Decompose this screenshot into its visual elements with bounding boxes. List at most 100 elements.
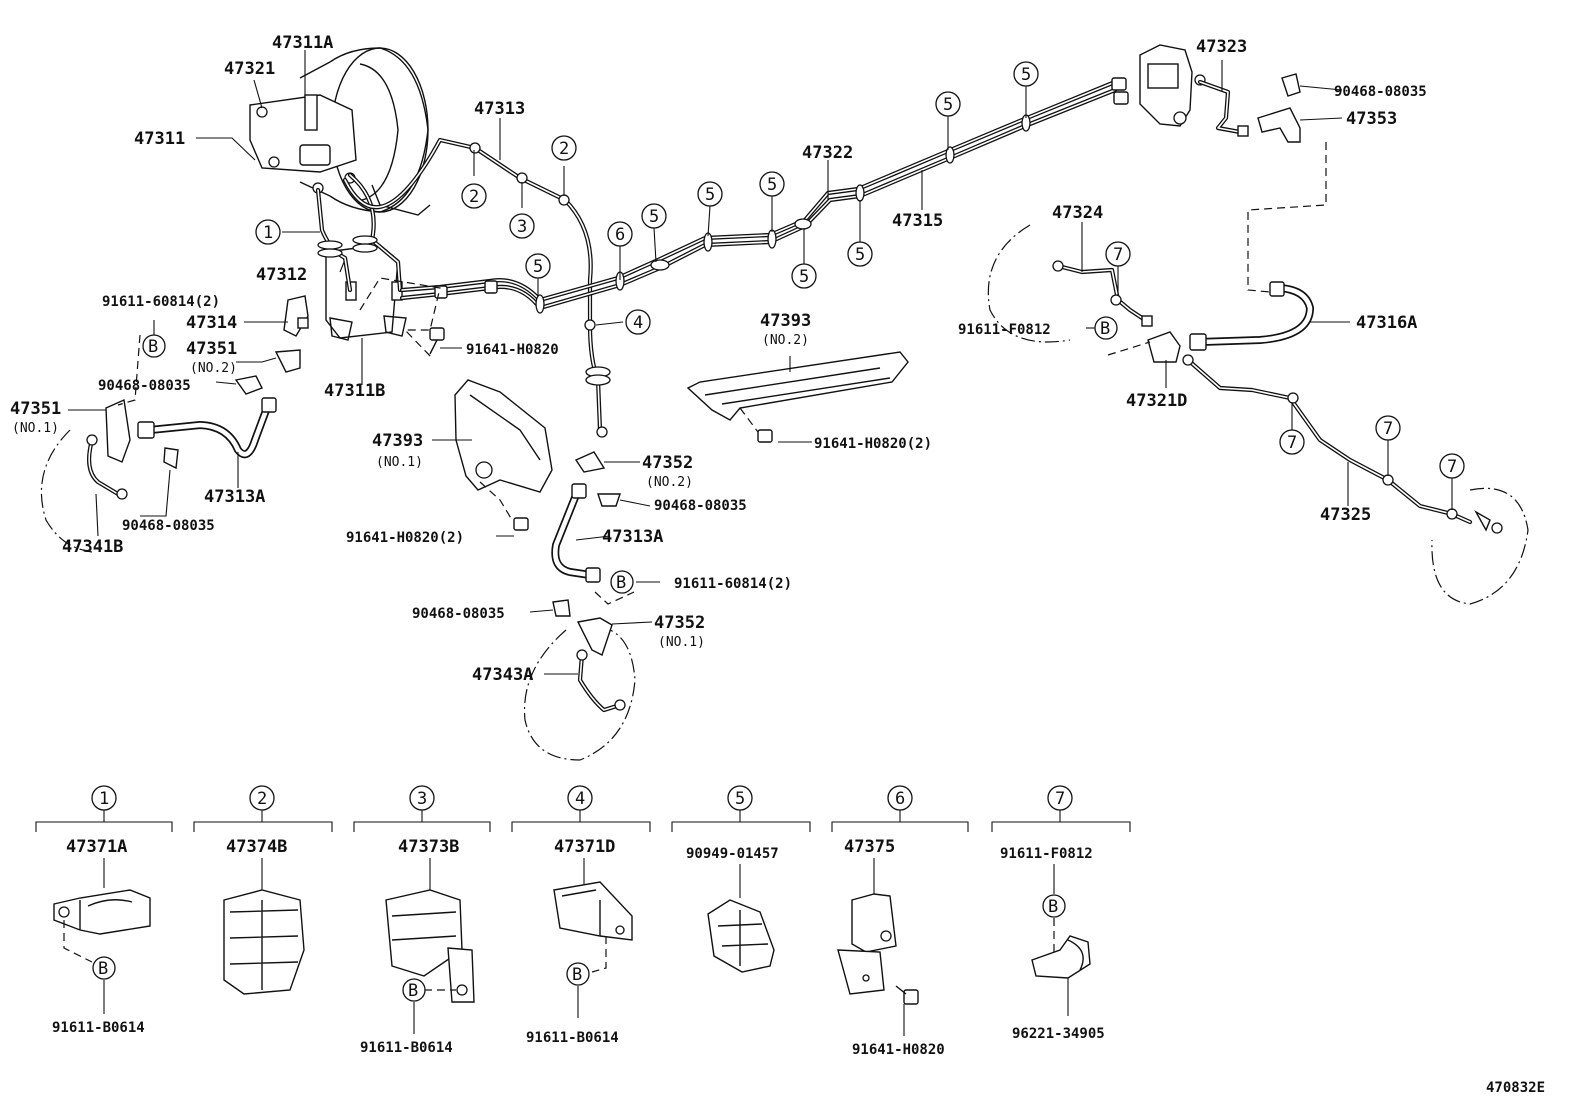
- note-no1-47393: (NO.1): [376, 455, 423, 470]
- coil-springs: [317, 235, 378, 258]
- label-47351-no1: 47351: [10, 399, 61, 419]
- label-90468-08035-mid: 90468-08035: [654, 498, 747, 514]
- label-47315: 47315: [892, 211, 943, 231]
- legend-6: 6 47375 91641-H0820: [831, 785, 969, 1058]
- marker-3-main: 3: [509, 213, 535, 239]
- label-47311B: 47311B: [324, 381, 385, 401]
- label-47314: 47314: [186, 313, 237, 333]
- legend-6-bolt: 91641-H0820: [852, 1042, 945, 1058]
- bracket-47352-no2: [574, 451, 606, 473]
- svg-text:3: 3: [417, 789, 427, 809]
- note-no1-47351: (NO.1): [12, 421, 59, 436]
- clip-90468-lower: [552, 599, 571, 617]
- legend-4-bolt: 91611-B0614: [526, 1030, 619, 1046]
- svg-text:5: 5: [943, 95, 953, 115]
- marker-B-right: B: [1094, 316, 1118, 340]
- marker-5-h: 5: [1013, 61, 1039, 87]
- label-47352-no1: 47352: [654, 613, 705, 633]
- label-91641-H0820-valve: 91641-H0820: [466, 342, 559, 358]
- legend-5-part: 90949-01457: [686, 846, 779, 862]
- diagram-id: 470832E: [1486, 1080, 1545, 1096]
- proportioning-valve: [1139, 44, 1206, 127]
- label-47343A: 47343A: [472, 665, 533, 685]
- pipe-clamp-points-47322: [535, 114, 1031, 314]
- marker-6-main: 6: [607, 221, 633, 247]
- brake-disc-outline-rear-right: [1431, 487, 1529, 605]
- label-47323: 47323: [1196, 37, 1247, 57]
- legend-7: 7 91611-F0812 B 96221-34905: [991, 785, 1131, 1042]
- legend-1-bolt: 91611-B0614: [52, 1020, 145, 1036]
- marker-5-c: 5: [697, 181, 723, 207]
- label-91641-H0820-2-shield1: 91641-H0820(2): [346, 530, 464, 546]
- marker-5-a: 5: [525, 253, 551, 279]
- bracket-47353: [1257, 107, 1301, 143]
- svg-text:7: 7: [1287, 433, 1297, 453]
- label-90468-08035-right: 90468-08035: [1334, 84, 1427, 100]
- label-47313A-left: 47313A: [204, 487, 265, 507]
- legend-1: 1 47371A B 91611-B0614: [35, 785, 173, 1036]
- svg-text:5: 5: [799, 267, 809, 287]
- marker-7-a: 7: [1105, 241, 1131, 267]
- shield-47393-no2: [686, 351, 909, 421]
- svg-text:7: 7: [1113, 245, 1123, 265]
- marker-5-d: 5: [759, 171, 785, 197]
- legend-4-part: 47371D: [554, 837, 615, 857]
- label-47341B: 47341B: [62, 537, 123, 557]
- note-no1-47352: (NO.1): [658, 635, 705, 650]
- label-47313: 47313: [474, 99, 525, 119]
- clip-90468-right: [1281, 73, 1301, 97]
- bracket-47351-no2: [274, 349, 301, 373]
- legend-6-part: 47375: [844, 837, 895, 857]
- label-47393-no1: 47393: [372, 431, 423, 451]
- svg-text:7: 7: [1447, 457, 1457, 477]
- legend-3-part: 47373B: [398, 837, 459, 857]
- label-91641-H0820-2-shield2: 91641-H0820(2): [814, 436, 932, 452]
- marker-2-a: 2: [551, 135, 577, 161]
- legend-3: 3 47373B B 91611-B0614: [353, 785, 491, 1056]
- label-47312: 47312: [256, 265, 307, 285]
- rubber-grommet: [585, 366, 611, 386]
- note-no2-47352: (NO.2): [646, 475, 693, 490]
- marker-1-main: 1: [255, 219, 281, 245]
- label-47393-no2: 47393: [760, 311, 811, 331]
- svg-text:B: B: [1100, 319, 1110, 339]
- marker-B-left: B: [142, 334, 166, 358]
- svg-text:3: 3: [517, 217, 527, 237]
- svg-text:5: 5: [767, 175, 777, 195]
- bracket-47351-no1: [105, 398, 131, 463]
- svg-text:4: 4: [575, 789, 585, 809]
- legend-4: 4 47371D B 91611-B0614: [511, 785, 651, 1046]
- legend-2: 2 47374B: [193, 785, 333, 995]
- svg-text:5: 5: [855, 245, 865, 265]
- svg-text:B: B: [572, 965, 582, 985]
- label-90468-08035-left-2: 90468-08035: [122, 518, 215, 534]
- label-47316A: 47316A: [1356, 313, 1417, 333]
- legend-1-part: 47371A: [66, 837, 127, 857]
- clip-90468-left-2: [163, 447, 179, 470]
- svg-text:B: B: [616, 573, 626, 593]
- label-91611-60814-mid: 91611-60814(2): [674, 576, 792, 592]
- clamp-legend: 1 47371A B 91611-B0614 2 47374B 3 47373B: [35, 785, 1131, 1058]
- bracket-47321D: [1147, 331, 1181, 363]
- svg-text:2: 2: [559, 139, 569, 159]
- brake-disc-outline-front-left: [40, 429, 93, 553]
- label-47321D: 47321D: [1126, 391, 1187, 411]
- svg-text:B: B: [1048, 897, 1058, 917]
- svg-text:B: B: [408, 981, 418, 1001]
- note-no2-47393: (NO.2): [762, 333, 809, 348]
- label-47313A-mid: 47313A: [602, 527, 663, 547]
- svg-text:5: 5: [705, 185, 715, 205]
- marker-7-d: 7: [1439, 453, 1465, 479]
- bracket-47352-no1: [576, 617, 613, 656]
- label-47353: 47353: [1346, 109, 1397, 129]
- marker-7-c: 7: [1375, 415, 1401, 441]
- label-90468-08035-left-1: 90468-08035: [98, 378, 191, 394]
- svg-text:5: 5: [735, 789, 745, 809]
- clip-90468-left-1: [234, 375, 263, 395]
- svg-text:6: 6: [615, 225, 625, 245]
- label-47324: 47324: [1052, 203, 1103, 223]
- svg-text:5: 5: [649, 207, 659, 227]
- label-91611-F0812: 91611-F0812: [958, 322, 1051, 338]
- brake-disc-outline-front-right: [523, 629, 636, 761]
